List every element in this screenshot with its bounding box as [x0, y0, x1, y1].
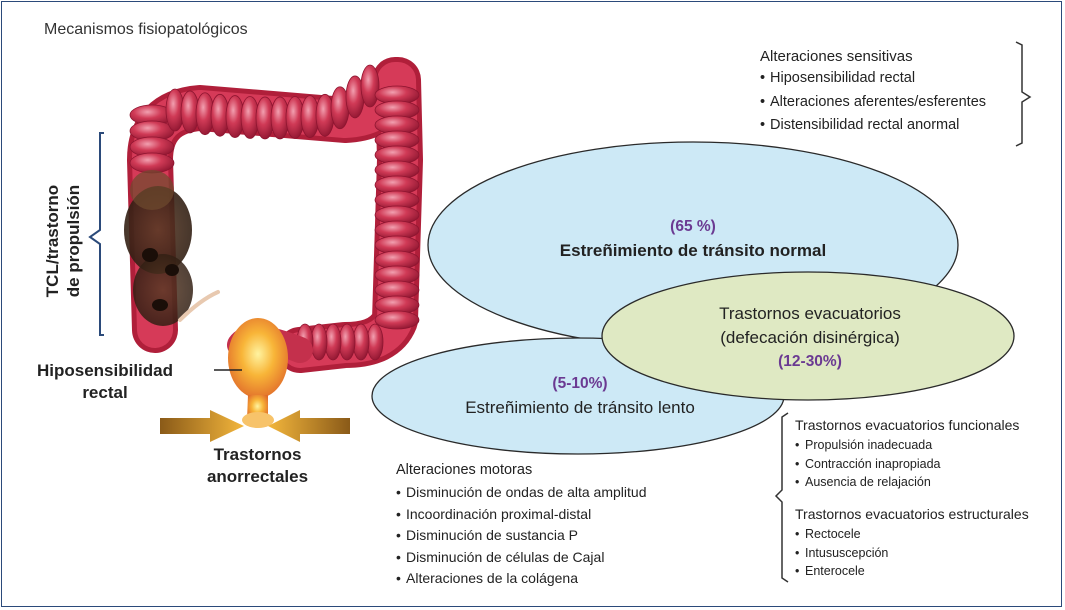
- evacuatorios-text: Trastornos evacuatorios (defecación disi…: [650, 302, 970, 374]
- page-title: Mecanismos fisiopatológicos: [44, 21, 248, 38]
- list-item: Propulsión inadecuada: [795, 436, 941, 455]
- list-item: Disminución de ondas de alta amplitud: [396, 482, 646, 504]
- list-item: Hiposensibilidad rectal: [760, 67, 986, 91]
- tcl-label-line2: de propulsión: [64, 184, 83, 298]
- list-item: Disminución de sustancia P: [396, 525, 646, 547]
- haustra-segment: [374, 310, 420, 330]
- transito-normal-text: (65 %) Estreñimiento de tránsito normal: [508, 215, 878, 263]
- transito-lento-text: (5-10%) Estreñimiento de tránsito lento: [430, 372, 730, 420]
- transito-normal-percent: (65 %): [670, 218, 716, 235]
- hiposensibilidad-line2: rectal: [82, 383, 128, 402]
- list-item: Rectocele: [795, 525, 888, 544]
- list-item: Disminución de células de Cajal: [396, 547, 646, 569]
- estructurales-title: Trastornos evacuatorios estructurales: [795, 506, 1029, 522]
- anorrectales-label: Trastornos anorrectales: [175, 444, 340, 488]
- haustra-segment: [360, 64, 380, 108]
- motoras-list: Disminución de ondas de alta amplitud In…: [396, 482, 646, 590]
- list-item: Alteraciones aferentes/esferentes: [760, 91, 986, 115]
- anorrectales-line2: anorrectales: [206, 467, 309, 486]
- anorrectales-line1: Trastornos: [213, 445, 302, 464]
- sensitivas-title: Alteraciones sensitivas: [760, 48, 913, 65]
- hiposensibilidad-label: Hiposensibilidad rectal: [20, 360, 190, 404]
- evacuatorios-line2: (defecación disinérgica): [720, 328, 900, 347]
- funcionales-list: Propulsión inadecuada Contracción inapro…: [795, 436, 941, 492]
- sensitivas-bracket: [1015, 41, 1032, 147]
- tcl-label: TCL/trastorno de propulsión: [35, 162, 95, 302]
- arrow-left-icon: [268, 410, 350, 442]
- tcl-label-line1: TCL/trastorno: [43, 184, 62, 298]
- list-item: Alteraciones de la colágena: [396, 568, 646, 590]
- list-item: Enterocele: [795, 562, 888, 581]
- list-item: Contracción inapropiada: [795, 455, 941, 474]
- arrow-right-icon: [160, 410, 244, 442]
- list-item: Incoordinación proximal-distal: [396, 504, 646, 526]
- funcionales-title: Trastornos evacuatorios funcionales: [795, 417, 1020, 433]
- hiposensibilidad-line1: Hiposensibilidad: [36, 361, 174, 380]
- transito-normal-label: Estreñimiento de tránsito normal: [559, 241, 827, 260]
- motoras-title: Alteraciones motoras: [396, 462, 533, 478]
- evacuatorios-percent: (12-30%): [778, 353, 842, 370]
- transito-lento-percent: (5-10%): [552, 375, 608, 392]
- colon-illustration: [124, 57, 423, 442]
- ellipse-trastornos-evacuatorios: [601, 271, 1015, 401]
- transito-lento-label: Estreñimiento de tránsito lento: [465, 398, 695, 417]
- list-item: Ausencia de relajación: [795, 473, 941, 492]
- list-item: Distensibilidad rectal anormal: [760, 114, 986, 138]
- evacuatorios-line1: Trastornos evacuatorios: [719, 304, 901, 323]
- estructurales-list: Rectocele Intususcepción Enterocele: [795, 525, 888, 581]
- sensitivas-list: Hiposensibilidad rectal Alteraciones afe…: [760, 67, 986, 138]
- evacuatorios-bracket: [774, 412, 789, 583]
- tcl-bracket: [88, 132, 104, 336]
- list-item: Intususcepción: [795, 544, 888, 563]
